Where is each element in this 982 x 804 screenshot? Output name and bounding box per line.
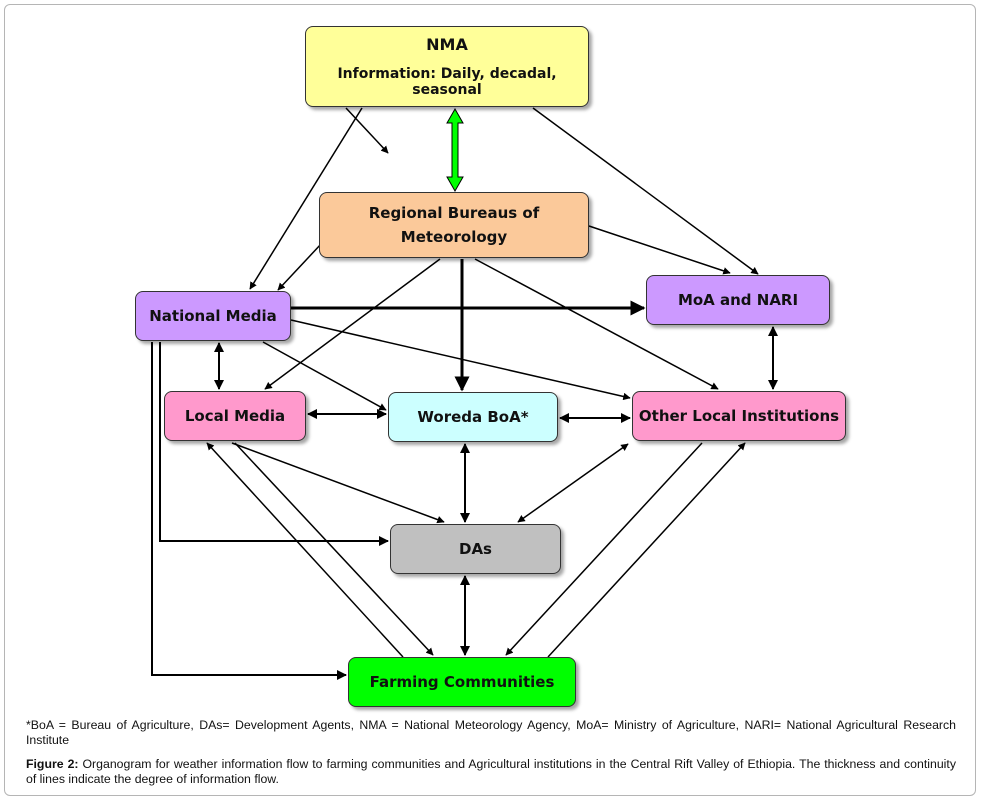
arrow-national-media-other-local — [290, 319, 631, 401]
figure-frame — [4, 4, 976, 796]
node-nma: NMA Information: Daily, decadal, seasona… — [305, 26, 589, 107]
arrow-regional-local-media — [264, 258, 441, 390]
arrow-nma-regional-green — [446, 107, 464, 193]
arrow-national-media-das — [159, 342, 389, 546]
node-moa-nari: MoA and NARI — [646, 275, 830, 325]
arrow-local-media-farming — [234, 442, 434, 656]
node-nma-title: NMA — [426, 35, 468, 54]
arrow-national-media-woreda — [262, 341, 387, 411]
arrow-regional-moa — [588, 225, 731, 275]
node-das: DAs — [390, 524, 561, 574]
arrow-farming-other-local — [547, 442, 746, 658]
arrow-nma-national-media — [249, 107, 363, 290]
arrow-other-local-farming — [505, 442, 703, 656]
figure-label: Figure 2: — [26, 757, 79, 771]
node-local-media: Local Media — [164, 391, 306, 441]
arrow-other-local-das — [517, 443, 629, 523]
figure-caption: Figure 2: Organogram for weather informa… — [26, 757, 956, 787]
arrow-local-media-das — [231, 442, 445, 524]
abbreviation-note: *BoA = Bureau of Agriculture, DAs= Devel… — [26, 718, 956, 747]
arrow-regional-national-media — [277, 242, 323, 291]
node-other-local-institutions: Other Local Institutions — [632, 391, 846, 441]
arrow-regional-other-local — [474, 258, 719, 390]
node-farming-communities: Farming Communities — [348, 657, 576, 707]
arrow-nma-woreda — [345, 107, 389, 154]
node-nma-info: Information: Daily, decadal, seasonal — [337, 66, 557, 98]
arrow-farming-local-media — [206, 442, 404, 658]
node-woreda-boa: Woreda BoA* — [388, 392, 558, 442]
figure-caption-text: Organogram for weather information flow … — [26, 757, 956, 786]
node-regional-bureaus: Regional Bureaus of Meteorology — [319, 192, 589, 258]
arrow-nma-moa — [532, 107, 759, 275]
arrow-national-media-farming — [151, 342, 347, 680]
node-national-media: National Media — [135, 291, 291, 341]
